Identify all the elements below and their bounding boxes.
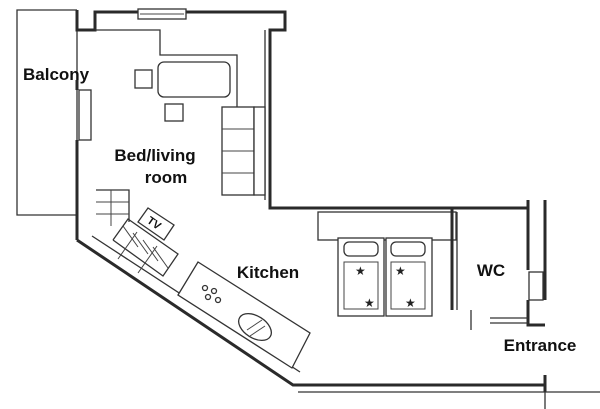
exterior-walls [75,10,600,409]
stove-burner [204,293,212,301]
label-wc: WC [477,261,505,280]
dining-set [134,61,231,122]
tv: TV [137,207,175,241]
svg-text:★: ★ [364,296,375,310]
beds: ★ ★ ★ ★ [317,211,457,317]
kitchen-counter [177,261,311,369]
svg-text:★: ★ [395,264,406,278]
table [157,61,231,98]
svg-text:★: ★ [355,264,366,278]
stairs [96,189,179,277]
wardrobe [221,106,266,196]
svg-text:★: ★ [405,296,416,310]
top-window [137,8,187,20]
label-balcony: Balcony [23,65,90,84]
stove-burner [201,284,209,292]
balcony-area [16,9,92,216]
sink [238,313,272,341]
stove-burner [210,287,218,295]
wc-partition [450,208,544,330]
chair [164,103,184,122]
label-kitchen: Kitchen [237,263,299,282]
chair [134,69,153,89]
label-entrance: Entrance [504,336,577,355]
label-bed-living: Bed/living [114,146,195,165]
label-room: room [145,168,188,187]
wc-window [528,271,544,301]
stove-burner [214,296,222,304]
balcony-door [78,89,92,141]
